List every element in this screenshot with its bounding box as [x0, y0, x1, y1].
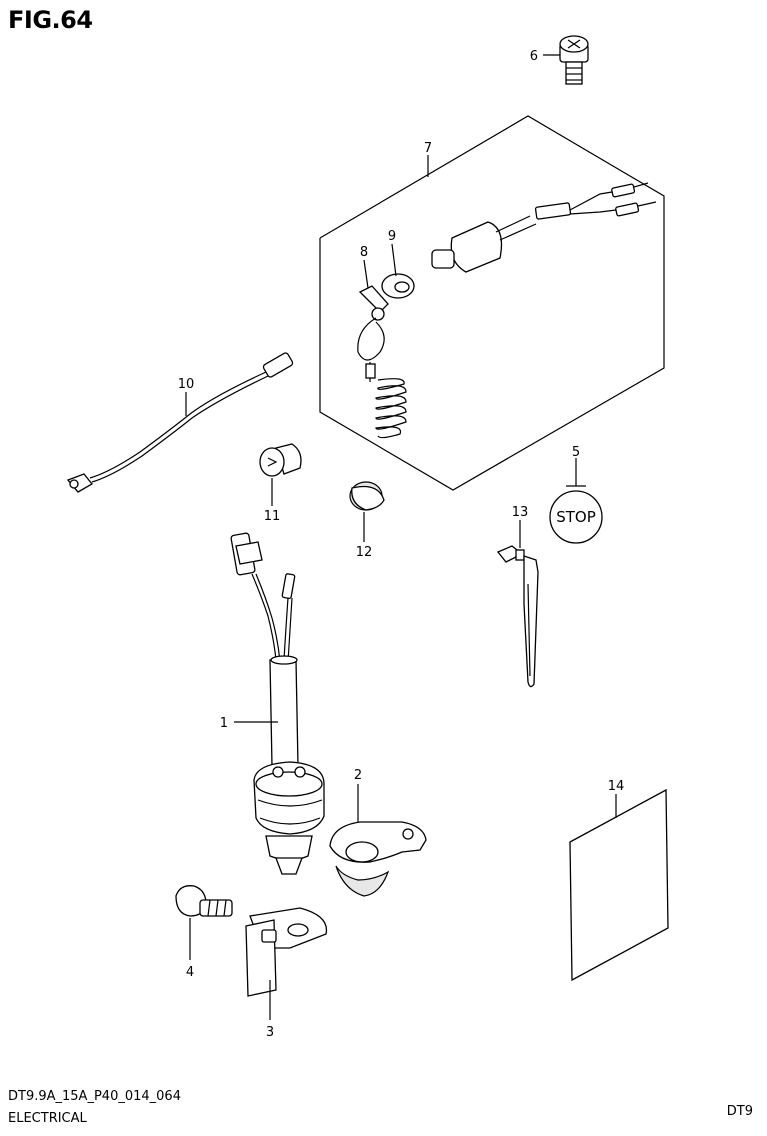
part-1-switch-assembly[interactable] [230, 532, 325, 875]
model-code: DT9 [726, 1104, 753, 1119]
ref-7: 7 [424, 141, 432, 156]
figure-title: FIG.64 [8, 6, 93, 34]
ref-6: 6 [530, 49, 538, 64]
ref-14: 14 [608, 779, 625, 794]
part-13-cable-tie[interactable] [496, 545, 539, 688]
part-2-holder[interactable] [329, 821, 427, 897]
part-7-stop-switch[interactable] [431, 182, 657, 273]
ref-12: 12 [356, 545, 373, 560]
ref-11: 11 [264, 509, 281, 524]
ref-4: 4 [186, 965, 194, 980]
ref-10: 10 [178, 377, 195, 392]
part-10-cable[interactable] [66, 352, 294, 493]
ref-3: 3 [266, 1025, 274, 1040]
part-8-spring[interactable] [375, 378, 407, 439]
reference-numbers: 1 2 3 4 5 6 7 8 9 10 11 12 13 14 [178, 49, 625, 1040]
ref-2: 2 [354, 768, 362, 783]
diagram-code: DT9.9A_15A_P40_014_064 [8, 1089, 181, 1104]
part-14-sheet[interactable] [569, 788, 669, 982]
stop-label: STOP [556, 508, 596, 526]
ref-9: 9 [388, 229, 396, 244]
ref-13: 13 [512, 505, 529, 520]
part-4-bolt[interactable] [175, 885, 233, 917]
part-7-kit-box [319, 115, 665, 491]
section-name: ELECTRICAL [8, 1111, 87, 1126]
part-12-cap[interactable] [349, 481, 385, 511]
leader-lines [185, 243, 617, 1020]
part-9-washer[interactable] [381, 273, 415, 299]
ref-8: 8 [360, 245, 368, 260]
part-5-stop-plate[interactable]: STOP [549, 458, 603, 544]
ref-1: 1 [220, 716, 228, 731]
part-3-plate[interactable] [245, 907, 328, 997]
part-6-bolt[interactable] [543, 35, 589, 85]
ref-5: 5 [572, 445, 580, 460]
part-8-clip[interactable] [357, 285, 389, 382]
part-11-grommet[interactable] [259, 443, 302, 477]
